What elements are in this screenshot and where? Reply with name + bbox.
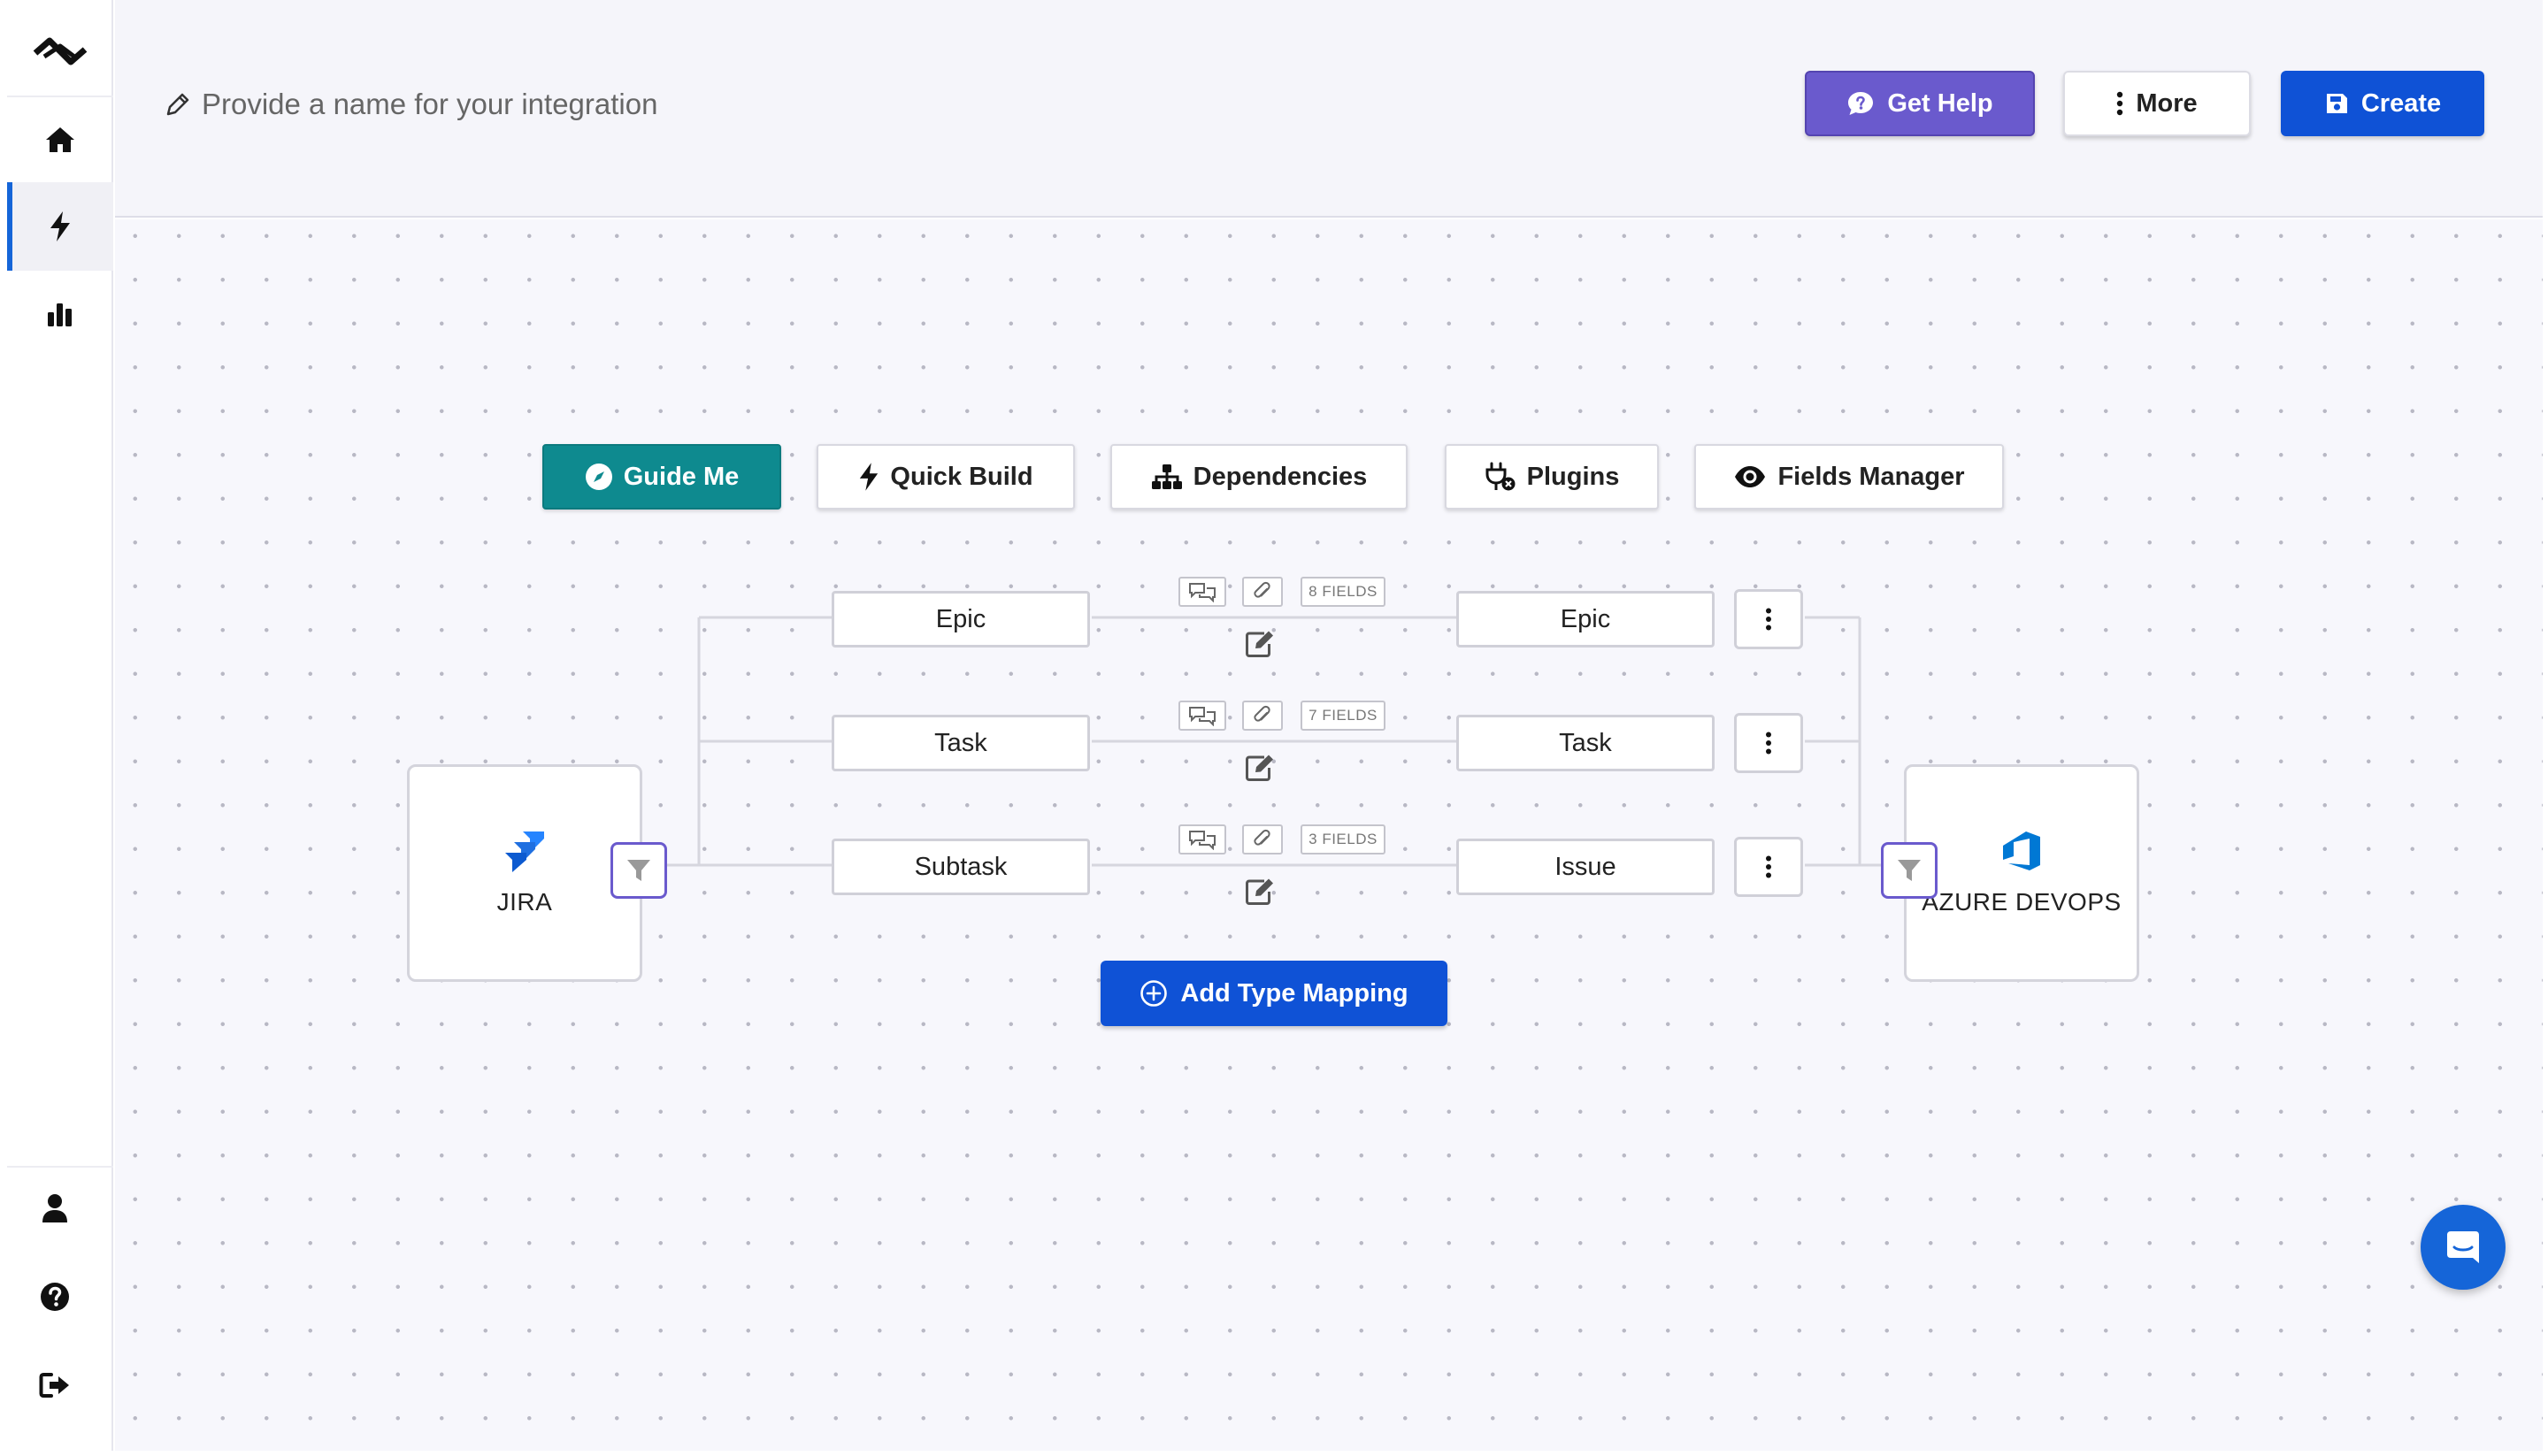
create-label: Create	[2360, 88, 2442, 118]
edit-icon	[1246, 878, 1273, 905]
comments-icon	[1189, 831, 1216, 850]
comments-icon	[1189, 707, 1216, 726]
get-help-button[interactable]: Get Help	[1805, 71, 2035, 136]
source-system-label: JIRA	[496, 888, 553, 916]
source-system-card[interactable]: JIRA	[407, 764, 642, 982]
mapping-options-button[interactable]	[1734, 713, 1803, 773]
integration-name-field[interactable]: Provide a name for your integration	[165, 85, 657, 124]
fields-manager-button[interactable]: Fields Manager	[1694, 444, 2004, 510]
mapping-options-button[interactable]	[1734, 589, 1803, 649]
sidebar-item-analytics[interactable]	[7, 271, 113, 359]
kebab-icon	[2117, 91, 2123, 116]
paperclip-icon	[1254, 705, 1270, 722]
source-type-epic[interactable]: Epic	[832, 591, 1090, 648]
sidebar-item-home[interactable]	[7, 96, 113, 184]
comments-sync-button[interactable]	[1178, 824, 1226, 854]
plug-icon	[1485, 462, 1516, 491]
fields-manager-label: Fields Manager	[1777, 462, 1965, 491]
more-label: More	[2136, 88, 2198, 118]
chat-question-icon	[1848, 92, 1874, 115]
edit-mapping-button[interactable]	[1242, 750, 1278, 785]
kebab-icon	[1766, 608, 1771, 631]
edit-mapping-button[interactable]	[1242, 626, 1278, 662]
filter-icon	[627, 860, 650, 881]
plus-circle-icon	[1140, 980, 1168, 1007]
attachments-sync-button[interactable]	[1242, 577, 1283, 607]
fields-count-label: 7 FIELDS	[1309, 707, 1378, 724]
logo-icon	[33, 37, 88, 65]
edit-mapping-button[interactable]	[1242, 874, 1278, 909]
comments-icon	[1189, 583, 1216, 602]
target-type-label: Task	[1559, 728, 1612, 757]
quick-build-label: Quick Build	[890, 462, 1033, 491]
fields-count-badge[interactable]: 7 FIELDS	[1301, 701, 1385, 731]
add-type-mapping-label: Add Type Mapping	[1180, 978, 1408, 1008]
source-type-label: Task	[934, 728, 987, 757]
fields-count-badge[interactable]: 3 FIELDS	[1301, 824, 1385, 854]
compass-icon	[585, 464, 612, 490]
target-system-card[interactable]: AZURE DEVOPS	[1904, 764, 2139, 982]
dependencies-button[interactable]: Dependencies	[1110, 444, 1408, 510]
app-logo[interactable]	[7, 7, 113, 96]
target-type-task[interactable]: Task	[1456, 715, 1715, 771]
more-button[interactable]: More	[2063, 71, 2251, 136]
target-type-issue[interactable]: Issue	[1456, 839, 1715, 895]
attachments-sync-button[interactable]	[1242, 824, 1283, 854]
chart-icon	[48, 303, 72, 326]
paperclip-icon	[1254, 829, 1270, 846]
kebab-icon	[1766, 855, 1771, 878]
sitemap-icon	[1151, 464, 1182, 489]
sidebar-item-help[interactable]	[2, 1253, 108, 1341]
source-type-label: Epic	[935, 604, 986, 633]
fields-count-badge[interactable]: 8 FIELDS	[1301, 577, 1385, 607]
bolt-icon	[50, 211, 70, 241]
help-icon	[41, 1283, 69, 1311]
target-type-epic[interactable]: Epic	[1456, 591, 1715, 648]
target-type-label: Issue	[1554, 852, 1616, 881]
sidebar-item-logout[interactable]	[2, 1341, 108, 1429]
dependencies-label: Dependencies	[1193, 462, 1368, 491]
sidebar-item-integrations[interactable]	[7, 182, 113, 271]
save-icon	[2326, 94, 2347, 113]
source-type-label: Subtask	[914, 852, 1008, 881]
source-type-subtask[interactable]: Subtask	[832, 839, 1090, 895]
paperclip-icon	[1254, 581, 1270, 598]
plugins-label: Plugins	[1526, 462, 1620, 491]
attachments-sync-button[interactable]	[1242, 701, 1283, 731]
guide-me-button[interactable]: Guide Me	[542, 444, 781, 510]
get-help-label: Get Help	[1887, 88, 1993, 118]
azure-devops-logo-icon	[2003, 831, 2040, 870]
eye-icon	[1735, 466, 1766, 487]
comments-sync-button[interactable]	[1178, 577, 1226, 607]
mapping-options-button[interactable]	[1734, 837, 1803, 897]
chat-icon	[2447, 1231, 2479, 1263]
comments-sync-button[interactable]	[1178, 701, 1226, 731]
edit-icon	[1246, 631, 1273, 657]
add-type-mapping-button[interactable]: Add Type Mapping	[1101, 961, 1447, 1026]
fields-count-label: 3 FIELDS	[1309, 831, 1378, 847]
target-filter-button[interactable]	[1881, 842, 1938, 899]
create-button[interactable]: Create	[2281, 71, 2484, 136]
user-icon	[42, 1194, 67, 1222]
quick-build-button[interactable]: Quick Build	[817, 444, 1075, 510]
filter-icon	[1898, 860, 1921, 881]
edit-icon	[1246, 755, 1273, 781]
fields-count-label: 8 FIELDS	[1309, 583, 1378, 600]
guide-me-label: Guide Me	[623, 462, 740, 491]
source-filter-button[interactable]	[610, 842, 667, 899]
bolt-icon	[860, 463, 879, 491]
target-type-label: Epic	[1560, 604, 1611, 633]
pencil-icon	[166, 93, 189, 116]
target-system-label: AZURE DEVOPS	[1922, 888, 2122, 916]
sidebar-item-profile[interactable]	[2, 1164, 108, 1253]
sidebar	[7, 0, 113, 1451]
logout-icon	[39, 1373, 69, 1398]
home-icon	[46, 127, 74, 152]
integration-name-placeholder: Provide a name for your integration	[202, 88, 658, 120]
jira-logo-icon	[505, 831, 544, 872]
plugins-button[interactable]: Plugins	[1445, 444, 1659, 510]
source-type-task[interactable]: Task	[832, 715, 1090, 771]
support-chat-button[interactable]	[2421, 1205, 2506, 1290]
kebab-icon	[1766, 732, 1771, 755]
